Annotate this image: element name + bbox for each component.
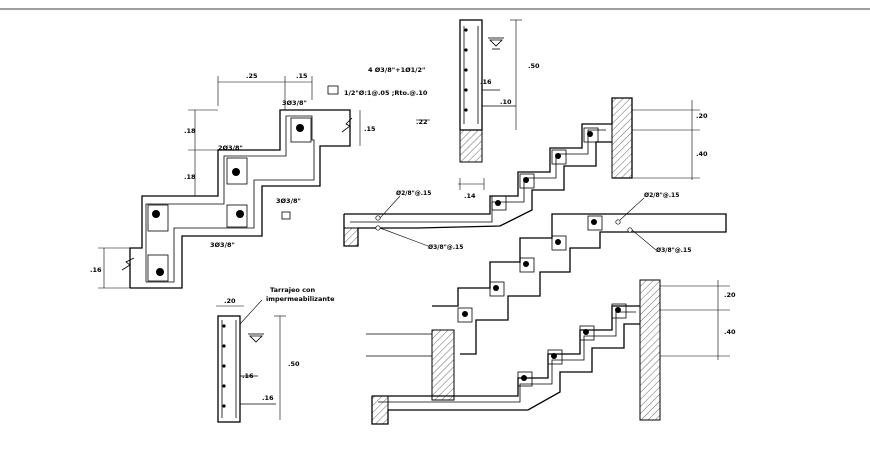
drawing-labels: .25 .15 3Ø3/8" 4 Ø3/8"+1Ø1/2" 1/2"Ø:1@.0…: [90, 62, 736, 402]
rebar-3-38-c-label: 3Ø3/8": [210, 241, 235, 249]
middle-stair-flight: [432, 197, 727, 355]
rebar-4-38-12-label: 4 Ø3/8"+1Ø1/2": [368, 66, 425, 74]
finish-note-line1: Tarrajeo con: [270, 286, 315, 294]
rebar-3-38-b-label: 3Ø3/8": [276, 197, 301, 205]
dim-16-c-label: .16: [262, 394, 274, 402]
dim-14-label: .14: [464, 192, 476, 200]
dim-20-b-label: .20: [224, 297, 236, 305]
dim-40-c-label: .40: [724, 328, 736, 336]
dim-22-label: .22: [416, 118, 428, 126]
callout-a2: Ø3/8"@.15: [428, 244, 463, 251]
dim-16-b-label: .16: [242, 372, 254, 380]
lower-stair-flight: [366, 279, 730, 425]
rebar-dot: [156, 268, 164, 276]
stirrup-note: 1/2"Ø:1@.05 ;Rto.@.10: [344, 89, 428, 97]
dim-15-right-label: .15: [364, 125, 376, 133]
wall-section-bottom: [216, 299, 286, 423]
rebar-2-38-label: 2Ø3/8": [218, 144, 243, 152]
dim-50-b-label: .50: [288, 360, 300, 368]
upper-stair-flight: [343, 97, 700, 247]
callout-b2: Ø3/8"@.15: [656, 247, 691, 254]
finish-note-line2: impermeabilizante: [266, 295, 335, 303]
rebar-dot: [152, 210, 160, 218]
rebar-dot: [232, 168, 240, 176]
dim-40-a-label: .40: [696, 150, 708, 158]
dim-25-label: .25: [246, 72, 258, 80]
dim-10-label: .10: [500, 98, 512, 106]
rebar-dot: [236, 210, 244, 218]
callout-a1: Ø2/8"@.15: [396, 190, 431, 197]
wall-section-top: [416, 19, 522, 190]
dim-20-c-label: .20: [724, 291, 736, 299]
dim-16-left-label: .16: [90, 266, 102, 274]
rebar-3-38-label: 3Ø3/8": [282, 99, 307, 107]
step-section-detail: [98, 76, 361, 289]
dim-16-top-label: .16: [480, 78, 492, 86]
callout-b1: Ø2/8"@.15: [644, 192, 679, 199]
dim-18-a-label: .18: [184, 127, 196, 135]
dim-50-label: .50: [528, 62, 540, 70]
rebar-dot: [296, 124, 304, 132]
dim-15-top-label: .15: [296, 72, 308, 80]
dim-18-b-label: .18: [184, 173, 196, 181]
dim-20-a-label: .20: [696, 112, 708, 120]
